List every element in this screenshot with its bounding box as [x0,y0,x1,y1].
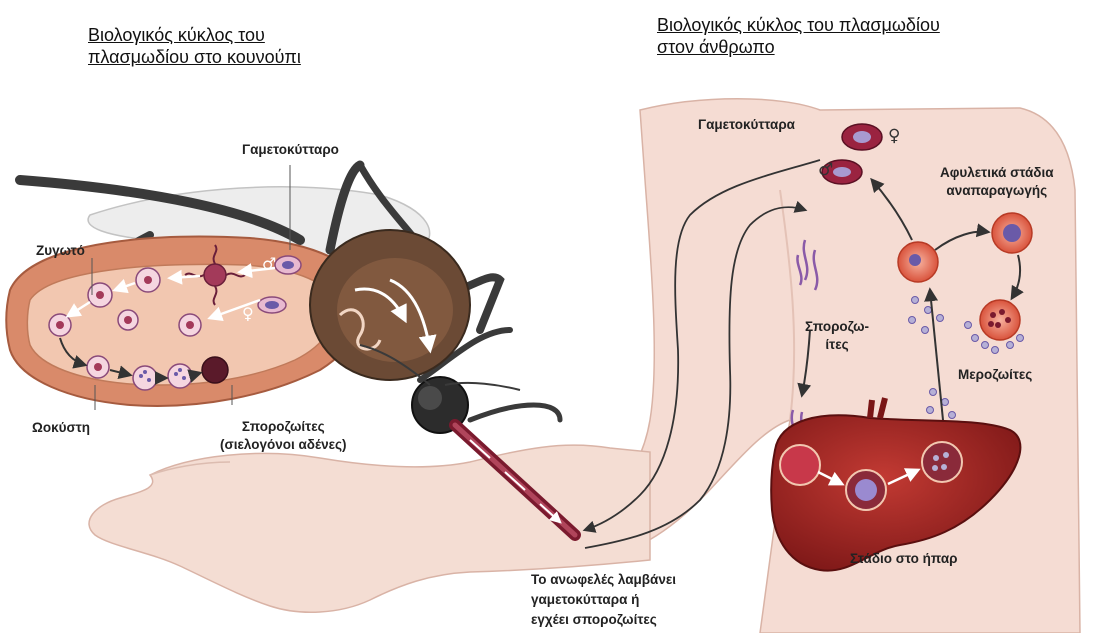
female-symbol-human: ♀ [888,126,900,146]
label-anopheles-note-line2: γαμετοκύτταρα ή [531,590,676,610]
male-symbol-human: ♂ [818,160,833,180]
label-sporozoites-glands-line2: (σιελογόνοι αδένες) [220,436,347,454]
label-asexual-stages-line1: Αφυλετικά στάδια [940,164,1054,182]
label-anopheles-note: Το ανωφελές λαμβάνει γαμετοκύτταρα ή εγχ… [531,570,676,630]
label-sporozoites-human-line2: ίτες [805,336,869,354]
human-cycle-title: Βιολογικός κύκλος του πλασμωδίου στον άν… [657,14,940,58]
label-anopheles-note-line1: Το ανωφελές λαμβάνει [531,570,676,590]
label-sporozoites-human: Σποροζω- ίτες [805,318,869,354]
mosquito-cycle-title-line1: Βιολογικός κύκλος του [88,24,301,46]
label-liver-stage: Στάδιο στο ήπαρ [850,550,958,568]
label-sporozoites-human-line1: Σποροζω- [805,318,869,336]
male-symbol-mosquito: ♂ [262,254,276,273]
label-asexual-stages-line2: αναπαραγωγής [940,182,1054,200]
label-gametocyte-mosquito: Γαμετοκύτταρο [242,141,339,159]
label-gametocytes-human: Γαμετοκύτταρα [698,116,795,134]
label-sporozoites-glands: Σποροζωίτες (σιελογόνοι αδένες) [220,418,347,454]
label-anopheles-note-line3: εγχέει σποροζωίτες [531,610,676,630]
mosquito-cycle-title-line2: πλασμωδίου στο κουνούπι [88,46,301,68]
label-zygote: Ζυγωτό [36,242,85,260]
label-asexual-stages: Αφυλετικά στάδια αναπαραγωγής [940,164,1054,200]
label-oocyst: Ωοκύστη [32,419,90,437]
human-cycle-title-line1: Βιολογικός κύκλος του πλασμωδίου [657,14,940,36]
label-merozoites: Μεροζωίτες [958,366,1032,384]
human-cycle-title-line2: στον άνθρωπο [657,36,940,58]
female-symbol-mosquito: ♀ [242,304,254,323]
exflagellating-gamete [204,264,226,286]
label-sporozoites-glands-line1: Σποροζωίτες [220,418,347,436]
mosquito-cycle-title: Βιολογικός κύκλος του πλασμωδίου στο κου… [88,24,301,68]
